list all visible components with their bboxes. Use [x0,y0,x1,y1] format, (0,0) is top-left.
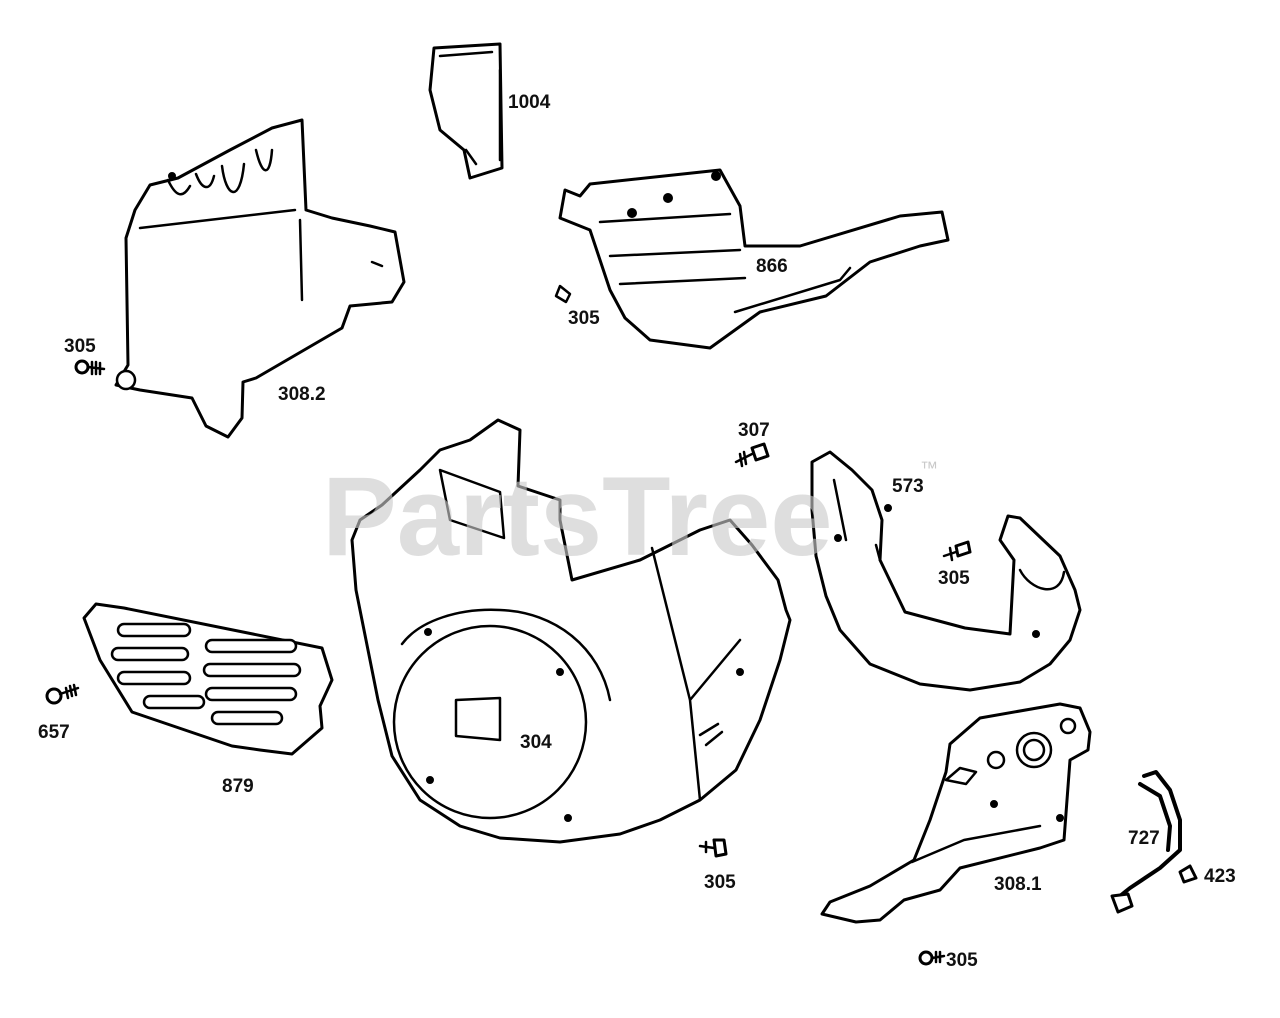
screw-305-left [74,359,106,376]
label-1004: 1004 [508,92,551,113]
watermark-trademark: ™ [920,458,938,478]
label-308-2: 308.2 [278,384,326,405]
label-423: 423 [1204,866,1236,887]
label-305-top: 305 [568,308,600,329]
label-305-right: 305 [938,568,970,589]
screw-305-bottom [698,838,728,858]
label-573: 573 [892,476,924,497]
screw-305-lower-right [918,950,946,966]
part-866 [558,168,950,350]
screw-305-right [942,540,972,562]
part-1004 [428,42,504,180]
screw-423 [1178,864,1198,884]
label-866: 866 [756,256,788,277]
label-727: 727 [1128,828,1160,849]
label-308-1: 308.1 [994,874,1042,895]
label-305-lower-right: 305 [946,950,978,971]
part-308-1 [820,702,1092,924]
part-308-2 [114,118,406,439]
screw-657 [45,683,80,705]
part-304 [350,418,792,844]
part-573 [810,450,1082,692]
label-305-left: 305 [64,336,96,357]
screw-305-top [554,284,572,304]
part-879 [82,602,334,756]
part-727 [1110,770,1182,914]
label-307: 307 [738,420,770,441]
label-304: 304 [520,732,552,753]
watermark-text: PartsTree [322,454,833,579]
screw-307 [734,442,770,468]
label-657: 657 [38,722,70,743]
label-305-bottom: 305 [704,872,736,893]
label-879: 879 [222,776,254,797]
